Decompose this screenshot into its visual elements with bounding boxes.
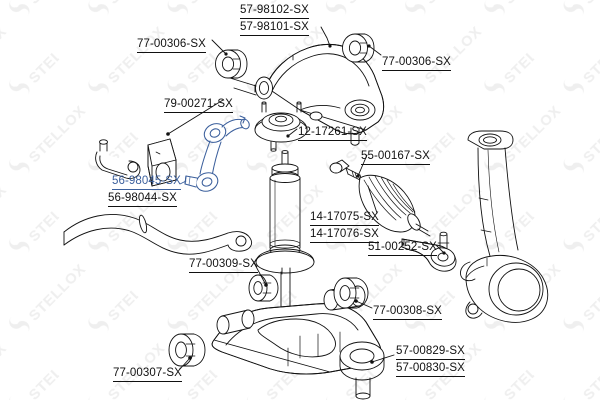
- part-number-label-55-00167-sx[interactable]: 55-00167-SX: [361, 150, 430, 165]
- part-number-label-77-00309-sx[interactable]: 77-00309-SX: [189, 258, 258, 273]
- part-number-label-56-98044-sx[interactable]: 56-98044-SX: [108, 192, 177, 207]
- part-number-label-57-00829-sx[interactable]: 57-00829-SX: [396, 345, 465, 360]
- part-number-label-77-00306-sx[interactable]: 77-00306-SX: [382, 56, 451, 71]
- part-number-label-51-00252-sx[interactable]: 51-00252-SX: [368, 241, 437, 256]
- part-number-label-57-98101-sx[interactable]: 57-98101-SX: [240, 21, 309, 36]
- part-number-label-77-00306-sx[interactable]: 77-00306-SX: [137, 38, 206, 53]
- part-number-label-14-17075-sx[interactable]: 14-17075-SX: [310, 211, 379, 226]
- part-number-label-57-00830-sx[interactable]: 57-00830-SX: [396, 362, 465, 377]
- part-number-label-12-17261-sx[interactable]: 12-17261-SX: [298, 126, 367, 141]
- part-number-label-57-98102-sx[interactable]: 57-98102-SX: [240, 4, 309, 19]
- part-number-label-77-00307-sx[interactable]: 77-00307-SX: [113, 367, 182, 382]
- part-number-label-77-00308-sx[interactable]: 77-00308-SX: [373, 305, 442, 320]
- part-number-label-79-00271-sx[interactable]: 79-00271-SX: [164, 98, 233, 113]
- part-number-label-56-98045-sx[interactable]: 56-98045-SX: [112, 175, 181, 190]
